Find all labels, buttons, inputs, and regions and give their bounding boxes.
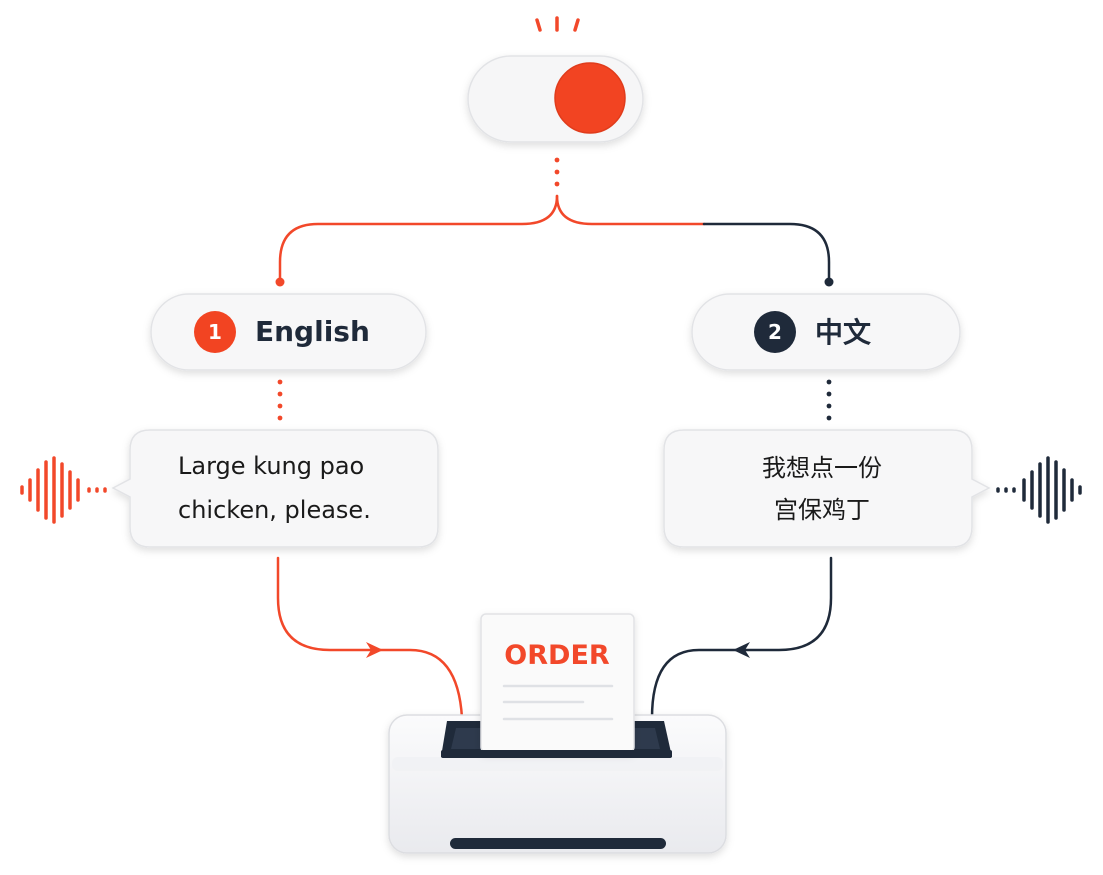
speech-line: chicken, please. [178, 496, 371, 524]
order-ticket: ORDER [480, 613, 635, 753]
sparkle-icon [535, 16, 580, 32]
flow-chinese-arrow [733, 642, 750, 658]
printer-icon: ORDER [388, 613, 727, 854]
speech-bubble-chinese: 我想点一份 宫保鸡丁 [663, 429, 991, 548]
branch-chinese-dark [702, 222, 831, 280]
flow-chinese [650, 556, 833, 720]
sound-wave-icon-chinese [996, 456, 1082, 524]
toggle-switch[interactable] [467, 16, 644, 143]
printer-output-slot [450, 838, 666, 849]
toggle-knob [554, 62, 626, 134]
language-label: 中文 [815, 316, 871, 349]
connectors [275, 157, 834, 720]
speech-line: 我想点一份 [762, 454, 882, 482]
branch-english-end [275, 277, 285, 287]
toggle-stem-dots [554, 157, 560, 187]
sound-wave-icon-english [20, 456, 107, 524]
number-badge [754, 311, 796, 353]
number-badge [194, 311, 236, 353]
number-badge-label: 2 [768, 320, 782, 344]
chinese-dots [826, 379, 832, 421]
number-badge-label: 1 [208, 320, 222, 344]
language-label: English [255, 315, 370, 348]
english-dots [277, 379, 283, 421]
order-label: ORDER [504, 640, 610, 671]
branch-english [278, 194, 559, 280]
speech-line: Large kung pao [178, 452, 364, 480]
language-pill-english[interactable]: 1 English [150, 293, 427, 371]
speech-line: 宫保鸡丁 [774, 496, 870, 524]
flow-english-arrow [366, 642, 383, 658]
flow-english [276, 556, 464, 720]
speech-bubble-english: Large kung pao chicken, please. [111, 429, 439, 548]
language-pill-chinese[interactable]: 2 中文 [691, 293, 961, 371]
printer-top-edge [392, 757, 723, 771]
branch-chinese-orange [555, 194, 706, 226]
branch-chinese-end [824, 277, 834, 287]
ticket-lines [502, 684, 614, 721]
